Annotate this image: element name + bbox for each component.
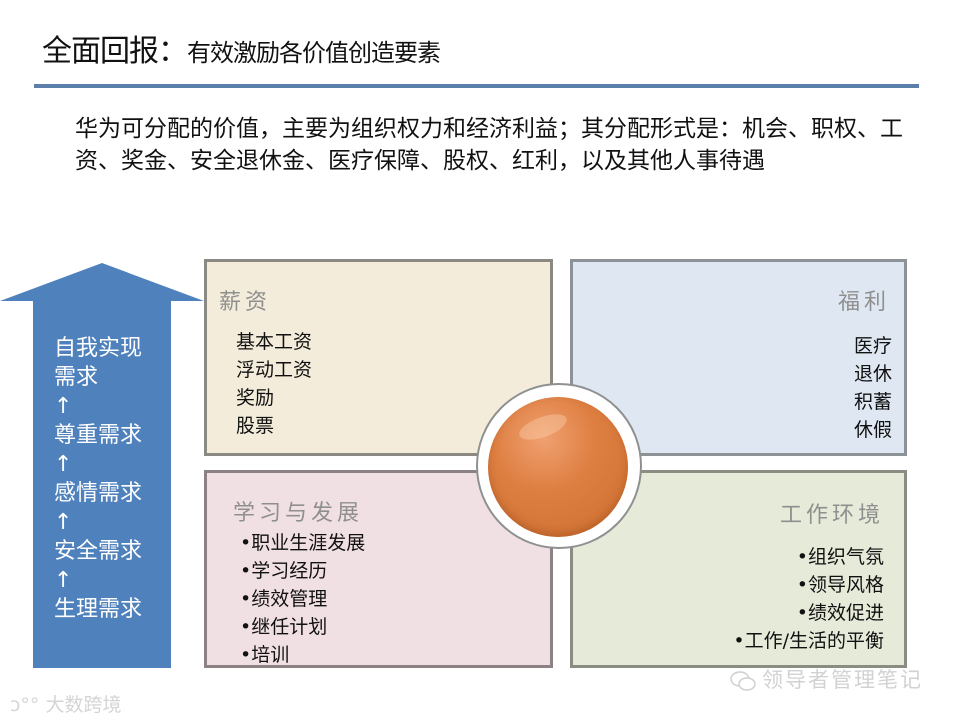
title-divider <box>34 84 919 88</box>
center-orb <box>476 383 642 549</box>
list-item: 奖励 <box>236 387 275 409</box>
salary-list: 基本工资 浮动工资 奖励 股票 <box>236 328 312 440</box>
quadrant-learning: 学习与发展 •职业生涯发展 •学习经历 •绩效管理 •继任计划 •培训 <box>204 470 553 668</box>
needs-hierarchy-arrow <box>0 263 204 668</box>
list-item: •工作/生活的平衡 <box>733 630 884 652</box>
orb-highlight <box>516 409 570 445</box>
up-arrow-glyph: ↑ <box>54 394 73 419</box>
list-item: 浮动工资 <box>236 359 313 381</box>
list-item: 退休 <box>853 363 892 385</box>
up-arrow-glyph: ↑ <box>54 452 73 477</box>
welfare-list: 医疗 退休 积蓄 休假 <box>854 332 892 444</box>
wechat-icon <box>730 671 756 691</box>
learning-list: •职业生涯发展 •学习经历 •绩效管理 •继任计划 •培训 <box>240 529 365 669</box>
list-item: 股票 <box>236 415 275 437</box>
list-item: •继任计划 <box>240 616 328 638</box>
environment-list: •组织气氛 •领导风格 •绩效促进 •工作/生活的平衡 <box>733 543 884 655</box>
quadrant-title: 福利 <box>837 290 890 315</box>
need-line: 感情需求 <box>54 481 143 506</box>
list-item: •组织气氛 <box>796 546 884 568</box>
need-line: 需求 <box>54 365 99 390</box>
up-arrow-glyph: ↑ <box>54 568 73 593</box>
title-sub: 有效激励各价值创造要素 <box>187 39 441 67</box>
up-arrow-glyph: ↑ <box>54 510 73 535</box>
logo-icon: ↄ°° <box>10 694 46 716</box>
needs-list: 自我实现 需求 ↑ 尊重需求 ↑ 感情需求 ↑ 安全需求 ↑ 生理需求 <box>54 334 142 624</box>
list-item: 医疗 <box>853 335 892 357</box>
page-title: 全面回报：有效激励各价值创造要素 <box>42 26 441 70</box>
quadrant-title: 学习与发展 <box>233 501 364 526</box>
list-item: •学习经历 <box>240 560 328 582</box>
quadrant-title: 薪资 <box>219 290 272 315</box>
list-item: •领导风格 <box>796 574 884 596</box>
list-item: 积蓄 <box>853 391 892 413</box>
need-line: 尊重需求 <box>54 423 143 448</box>
watermark-logo: ↄ°° 大数跨境 <box>10 690 122 717</box>
list-item: 休假 <box>853 419 892 441</box>
list-item: •职业生涯发展 <box>240 532 366 554</box>
title-main: 全面回报： <box>42 34 188 69</box>
need-line: 生理需求 <box>54 597 143 622</box>
list-item: •培训 <box>240 644 290 666</box>
watermark-text: 领导者管理笔记 <box>762 668 923 692</box>
need-line: 安全需求 <box>54 539 143 564</box>
need-line: 自我实现 <box>54 336 143 361</box>
list-item: •绩效管理 <box>240 588 328 610</box>
up-arrow-icon <box>0 263 204 668</box>
watermark-text: 大数跨境 <box>45 694 122 716</box>
watermark-wechat: 领导者管理笔记 <box>730 664 923 694</box>
list-item: 基本工资 <box>236 331 313 353</box>
quadrant-title: 工作环境 <box>779 503 884 528</box>
intro-paragraph: 华为可分配的价值，主要为组织权力和经济利益；其分配形式是：机会、职权、工资、奖金… <box>75 116 903 174</box>
orange-ball-icon <box>488 397 628 537</box>
list-item: •绩效促进 <box>796 602 884 624</box>
